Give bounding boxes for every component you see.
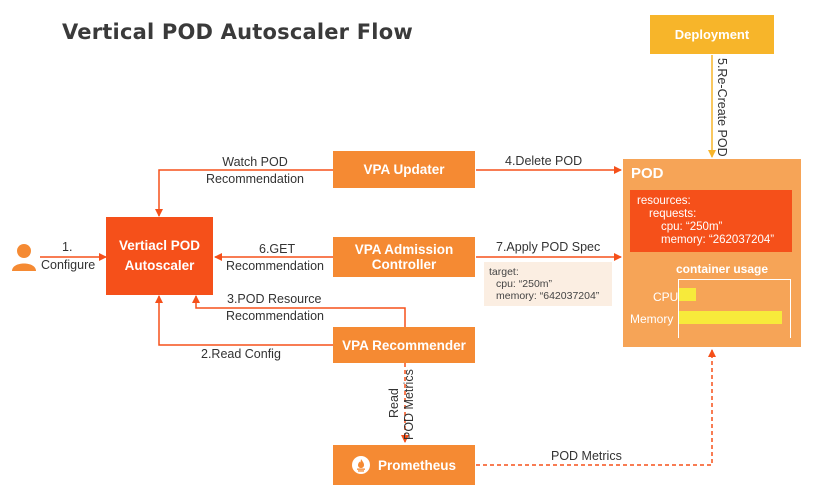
arrow-read-config (155, 295, 333, 346)
pod-title: POD (631, 165, 664, 182)
read-config-label: 2.Read Config (201, 347, 281, 361)
pod-cpu-request: cpu: “250m” (661, 221, 723, 233)
user-icon (12, 244, 36, 271)
prometheus-node[interactable]: Prometheus (333, 445, 475, 485)
container-usage-title: container usage (676, 262, 769, 276)
vpa-recommender-label: VPA Recommender (342, 337, 466, 353)
delete-pod-label: 4.Delete POD (505, 154, 583, 168)
pod-metrics-vertical-label: POD Metrics (402, 369, 416, 440)
watch-pod-label-line1: Watch POD (222, 155, 288, 169)
pod-resources-label: resources: (637, 195, 691, 207)
recreate-pod-label: 5.Re-Create POD (715, 58, 729, 157)
read-label: Read (387, 388, 401, 418)
autoscaler-node[interactable]: Vertiacl POD Autoscaler (106, 217, 213, 295)
pod-resource-label-line1: 3.POD Resource (227, 292, 322, 306)
vpa-recommender-node[interactable]: VPA Recommender (333, 327, 475, 363)
pod-memory-request: memory: “262037204” (661, 234, 775, 246)
autoscaler-label-line1: Vertiacl POD (118, 238, 201, 253)
prometheus-label: Prometheus (377, 457, 457, 473)
get-label-line2: Recommendation (226, 259, 324, 273)
deployment-node[interactable]: Deployment (650, 15, 774, 54)
vpa-admission-label-line1: VPA Admission (354, 242, 454, 257)
arrow-pod-metrics (476, 349, 716, 466)
get-label-line1: 6.GET (259, 242, 296, 256)
pod-metrics-label: POD Metrics (551, 449, 622, 463)
autoscaler-label-line2: Autoscaler (124, 258, 195, 273)
cpu-usage-label: CPU (653, 290, 679, 304)
vpa-admission-label-line2: Controller (371, 257, 437, 272)
configure-label: Configure (41, 258, 96, 272)
arrow-watch-pod (155, 169, 333, 217)
configure-number: 1. (62, 240, 73, 254)
pod-resource-label-line2: Recommendation (226, 309, 324, 323)
memory-usage-label: Memory (630, 312, 674, 326)
watch-pod-label-line2: Recommendation (206, 172, 304, 186)
arrow-pod-resource (192, 295, 406, 327)
vpa-updater-label: VPA Updater (363, 162, 445, 177)
memory-usage-bar (679, 311, 782, 324)
apply-pod-spec-label: 7.Apply POD Spec (496, 240, 601, 254)
deployment-label: Deployment (674, 27, 750, 42)
vpa-admission-controller-node[interactable]: VPA Admission Controller (333, 237, 475, 277)
container-usage-chart (678, 279, 791, 338)
page-title: Vertical POD Autoscaler Flow (62, 20, 413, 44)
pod-requests-label: requests: (649, 208, 697, 220)
target-spec-box: target: cpu: “250m” memory: “642037204” (484, 262, 612, 306)
vpa-updater-node[interactable]: VPA Updater (333, 151, 475, 188)
cpu-usage-bar (679, 288, 696, 301)
target-memory: memory: “642037204” (496, 290, 600, 302)
pod-resources-box: resources: requests: cpu: “250m” memory:… (630, 190, 792, 252)
prometheus-icon (351, 456, 370, 474)
target-cpu: cpu: “250m” (496, 278, 553, 290)
target-label: target: (489, 266, 519, 278)
